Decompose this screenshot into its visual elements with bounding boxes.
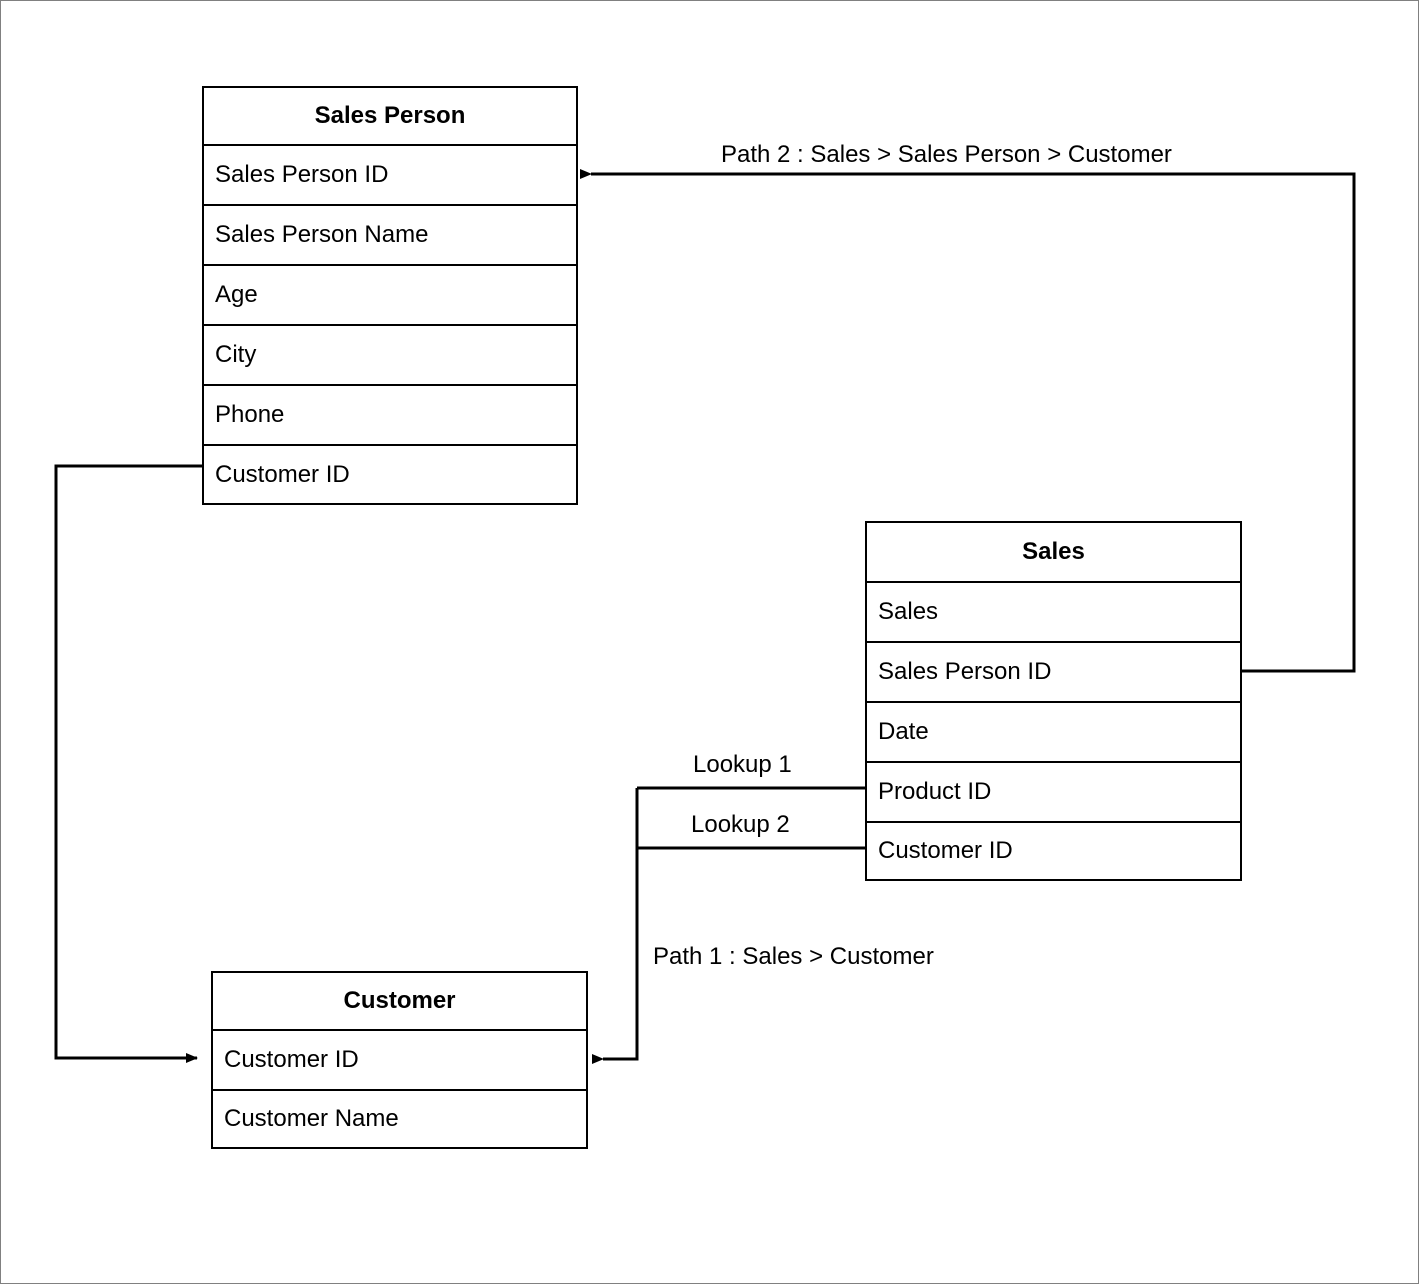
entity-sales-field-sales[interactable]: Sales [867,583,1240,643]
entity-sales-title: Sales [867,523,1240,583]
entity-sales-field-customer-id[interactable]: Customer ID [867,823,1240,879]
entity-sales-field-date[interactable]: Date [867,703,1240,763]
entity-customer-field-customer-name[interactable]: Customer Name [213,1091,586,1147]
edge-label-lookup2: Lookup 2 [691,811,790,838]
entity-sales-person[interactable]: Sales Person Sales Person ID Sales Perso… [202,86,578,505]
entity-sales-person-field-phone[interactable]: Phone [204,386,576,446]
entity-sales-person-field-city[interactable]: City [204,326,576,386]
entity-sales-person-field-sales-person-id[interactable]: Sales Person ID [204,146,576,206]
entity-sales-person-field-sales-person-name[interactable]: Sales Person Name [204,206,576,266]
entity-sales-field-product-id[interactable]: Product ID [867,763,1240,823]
entity-customer[interactable]: Customer Customer ID Customer Name [211,971,588,1149]
entity-customer-field-customer-id[interactable]: Customer ID [213,1031,586,1091]
entity-sales[interactable]: Sales Sales Sales Person ID Date Product… [865,521,1242,881]
entity-sales-person-field-customer-id[interactable]: Customer ID [204,446,576,503]
edge-label-path1: Path 1 : Sales > Customer [653,943,934,970]
entity-customer-title: Customer [213,973,586,1031]
edge-label-path2: Path 2 : Sales > Sales Person > Customer [721,141,1172,168]
connector-path1-trunk [592,788,639,1064]
entity-sales-field-sales-person-id[interactable]: Sales Person ID [867,643,1240,703]
edge-label-lookup1: Lookup 1 [693,751,792,778]
entity-sales-person-title: Sales Person [204,88,576,146]
connector-sales-person-to-customer [54,464,202,1063]
entity-sales-person-field-age[interactable]: Age [204,266,576,326]
